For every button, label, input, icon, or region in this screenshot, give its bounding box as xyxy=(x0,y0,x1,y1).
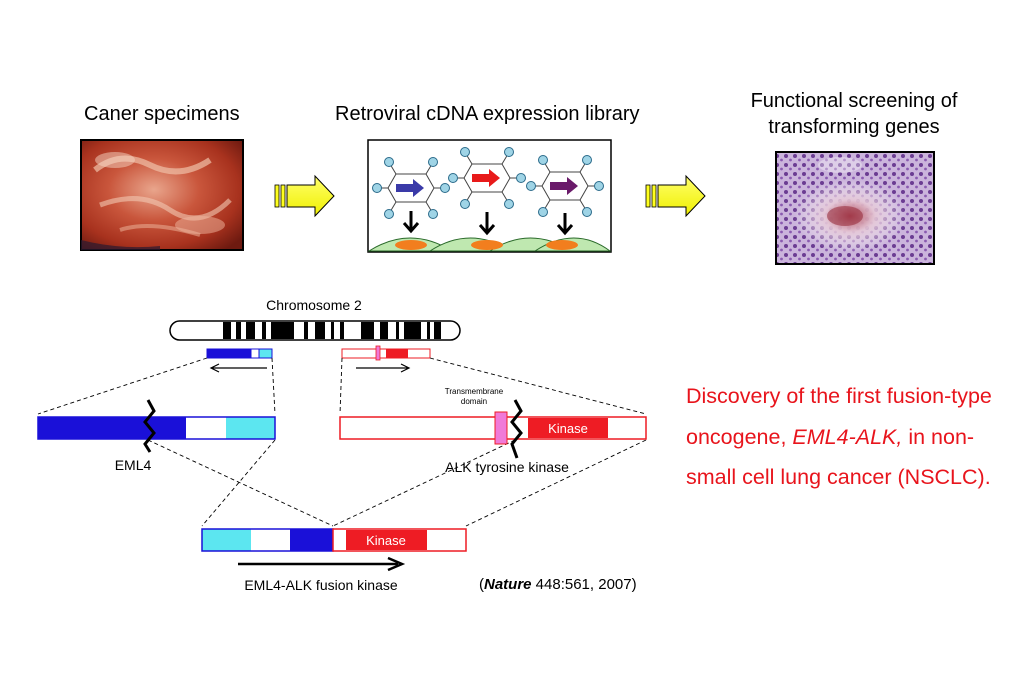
step-label-library: Retroviral cDNA expression library xyxy=(335,103,640,125)
focus-assay-photo xyxy=(775,151,935,265)
breakpoint-icon xyxy=(510,399,523,459)
chromosome-label: Chromosome 2 xyxy=(266,297,362,313)
fusion-kinase-label: Kinase xyxy=(366,533,406,548)
flow-arrow-2 xyxy=(645,174,706,218)
citation-details: 448:561, 2007) xyxy=(531,576,637,593)
specimen-photo xyxy=(80,139,244,251)
step-label-screening-line-1: Functional screening of xyxy=(750,90,958,112)
fusion-label: EML4-ALK fusion kinase xyxy=(244,577,398,593)
eml4-locus-small xyxy=(206,348,273,373)
alk-kinase-label: Kinase xyxy=(548,421,588,436)
flow-arrow-1 xyxy=(274,174,335,218)
direction-arrow xyxy=(238,556,406,572)
eml4-label: EML4 xyxy=(115,457,152,473)
virus-icon xyxy=(448,147,526,209)
summary-gene-name: EML4-ALK, xyxy=(792,424,903,449)
breakpoint-icon xyxy=(143,399,156,453)
summary-text: Discovery of the first fusion-type oncog… xyxy=(686,376,1016,498)
chromosome-2 xyxy=(169,320,461,341)
cell-layer xyxy=(367,237,612,252)
fusion-gene: Kinase xyxy=(201,528,467,572)
virus-icon xyxy=(372,157,450,219)
citation: (Nature 448:561, 2007) xyxy=(479,576,637,593)
library-diagram xyxy=(367,139,612,253)
citation-journal: Nature xyxy=(484,576,532,593)
step-label-specimens: Caner specimens xyxy=(84,103,240,125)
step-label-screening: Functional screening of transforming gen… xyxy=(724,88,984,140)
infection-arrows xyxy=(402,211,574,236)
alk-label: ALK tyrosine kinase xyxy=(445,459,569,475)
alk-locus-small xyxy=(341,345,431,373)
summary-part-2: in non-small cell lung cancer (NSCLC). xyxy=(686,424,991,490)
transmembrane-label-line-2: domain xyxy=(461,397,487,406)
citation-open: ( xyxy=(479,576,484,593)
projection-lines xyxy=(37,357,647,527)
eml4-gene xyxy=(37,399,276,453)
transmembrane-label-line-1: Transmembrane xyxy=(445,387,504,396)
step-label-screening-line-2: transforming genes xyxy=(768,116,940,138)
summary-part-1: Discovery of the first fusion-type oncog… xyxy=(686,384,992,449)
virus-icon xyxy=(526,155,604,217)
alk-gene: Kinase xyxy=(339,399,647,459)
